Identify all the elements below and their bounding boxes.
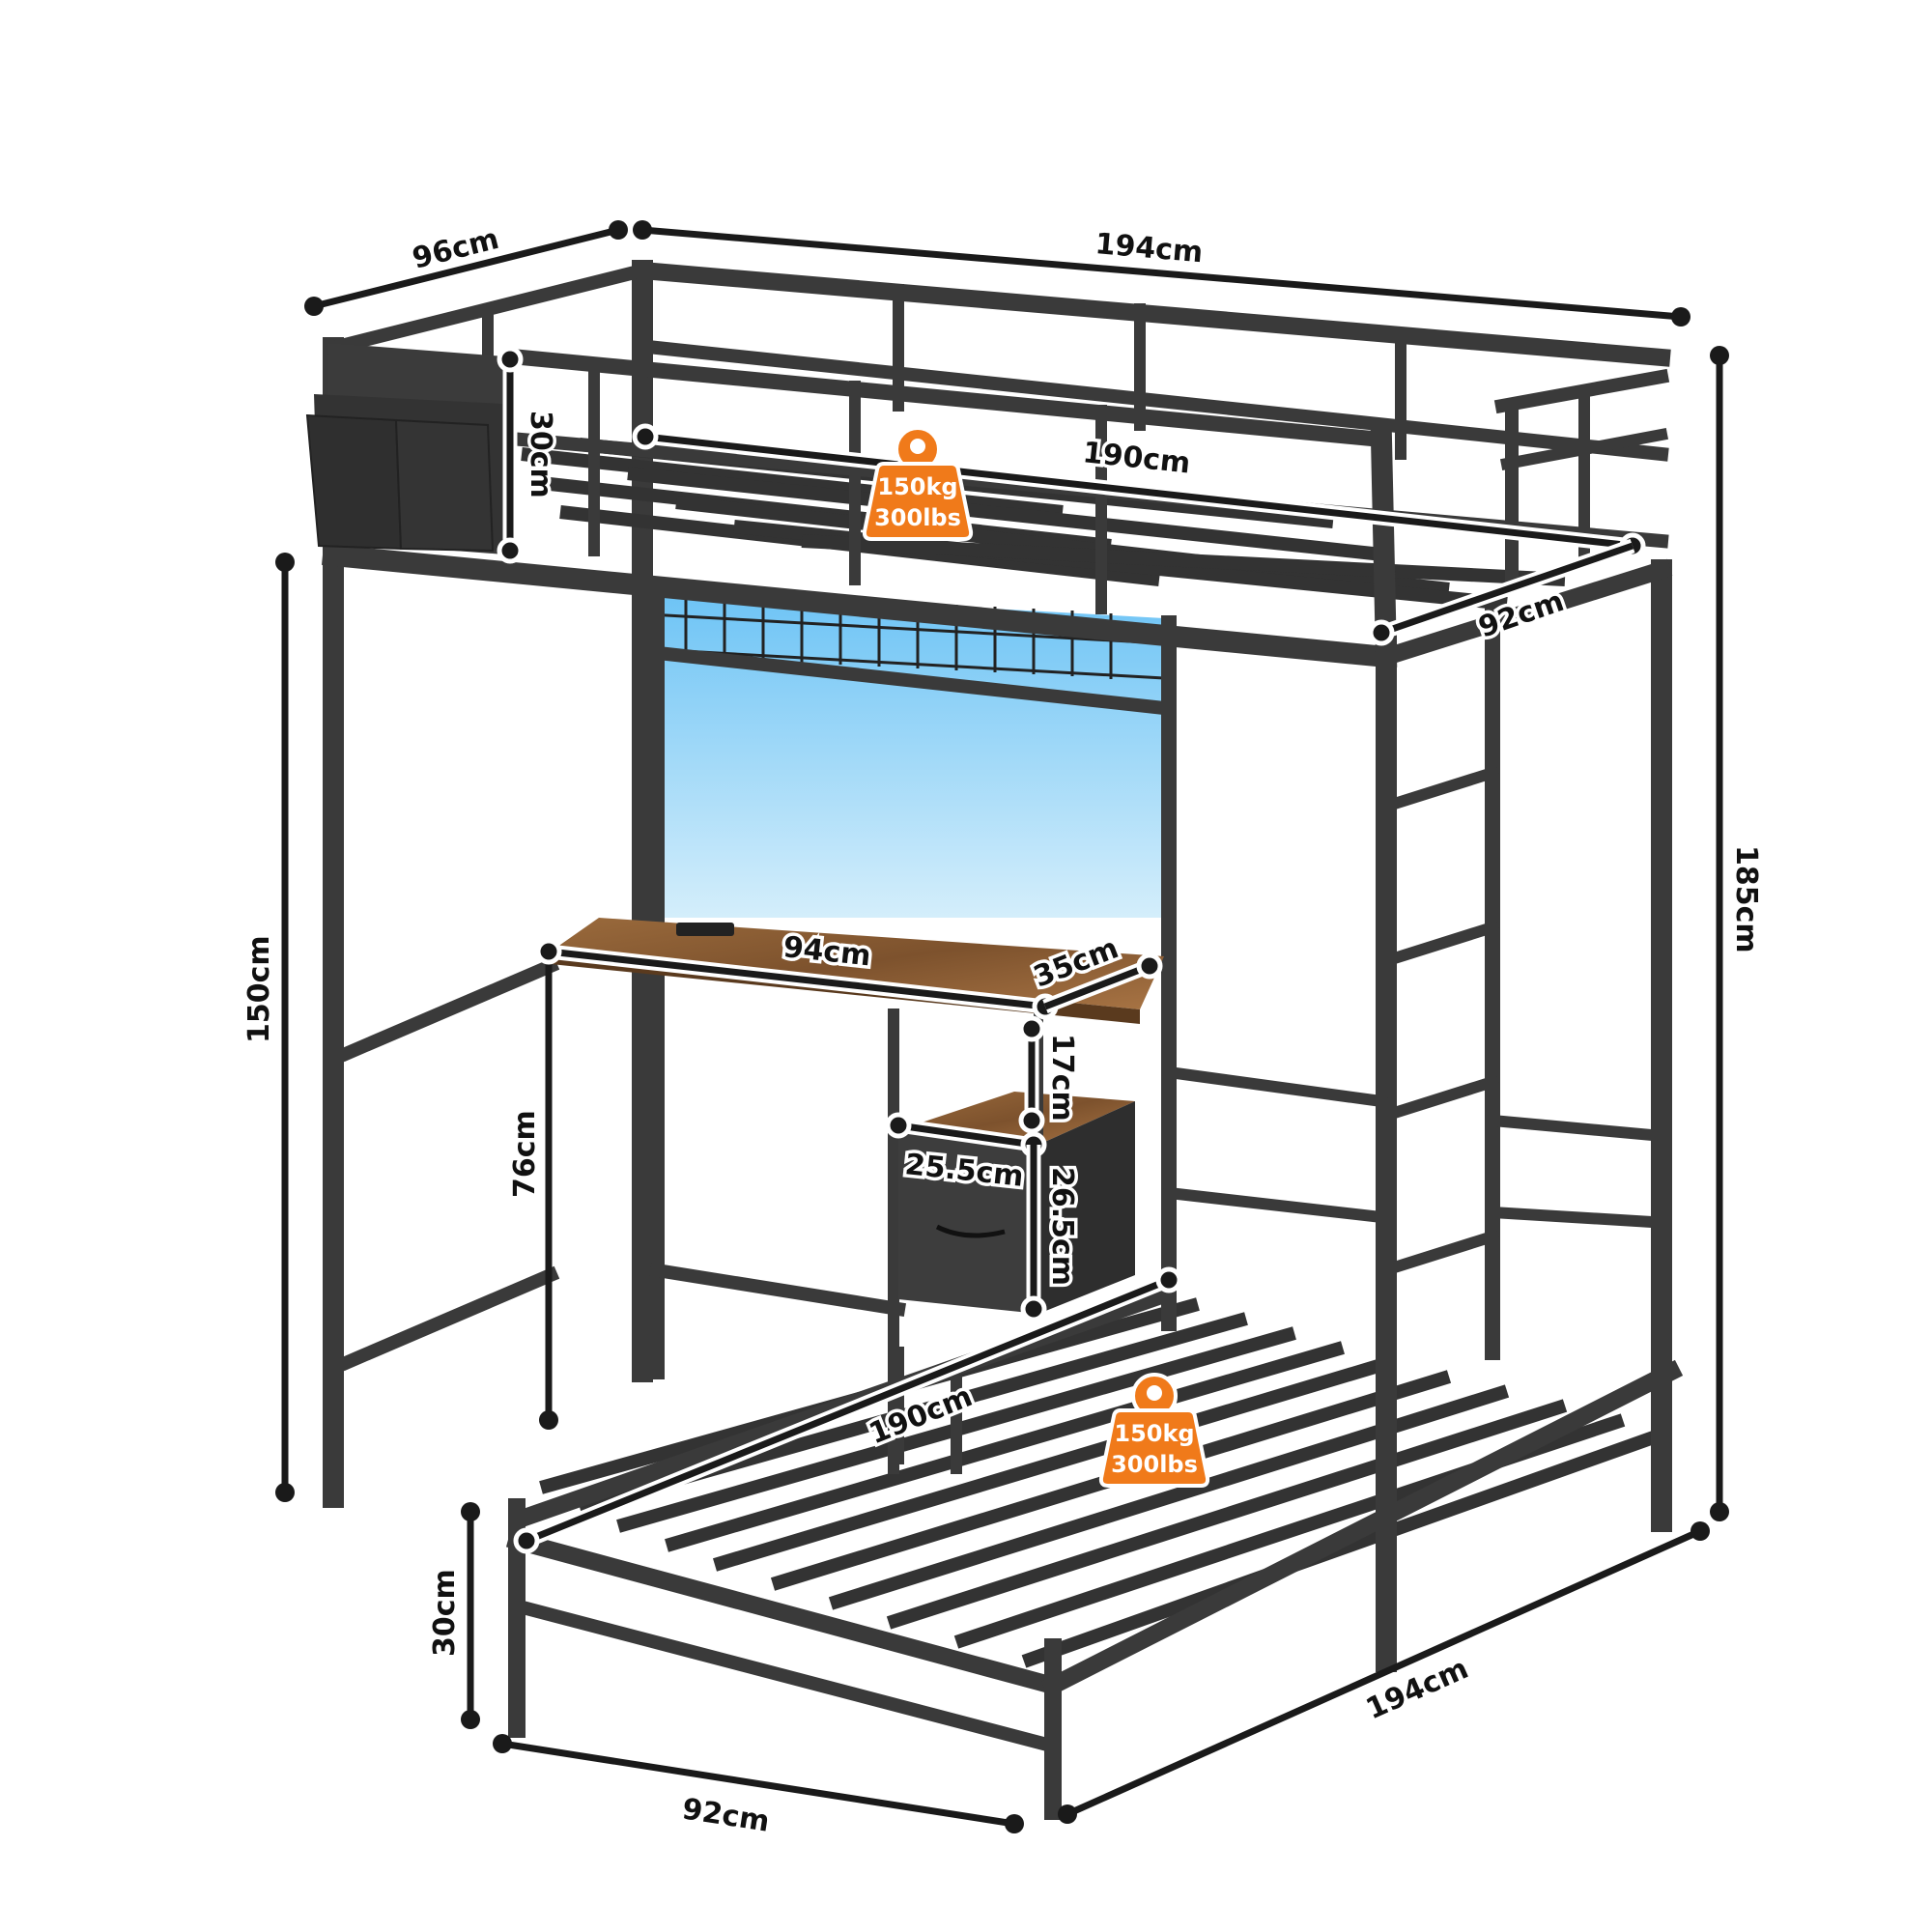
weight-icon [862,426,974,541]
label-desk-height: 76cm [508,1110,542,1198]
label-lower-bed-height: 30cm [428,1569,462,1657]
label-guardrail-height: 30cm [524,411,557,498]
badge-weight-kg: 150kg [877,473,957,500]
badge-weight-lbs: 300lbs [874,504,961,531]
label-lower-bed-width: 92cm [680,1792,772,1838]
badge-weight-lbs: 300lbs [1111,1451,1198,1478]
label-upper-length: 194cm [1094,227,1204,270]
desk-frame [648,591,1177,1474]
bedside-storage-pocket [305,343,517,555]
label-clearance-height: 150cm [242,935,276,1043]
dimension-lines-outlined [497,346,1646,1554]
drawer-handle-icon [935,1224,1006,1238]
label-total-height: 185cm [1729,845,1763,953]
weight-badge-upper: 150kg 300lbs [862,426,974,541]
label-shelf-height: 17cm [1045,1034,1079,1122]
pegboard [641,589,1172,918]
weight-badge-lower: 150kg 300lbs [1098,1373,1210,1488]
dimension-lines [275,220,1729,1833]
power-outlet-icon [676,923,734,936]
weight-icon [1098,1373,1210,1488]
lower-bed [505,1283,1684,1820]
label-drawer-height: 26.5cm [1045,1167,1079,1286]
ladder [1162,559,1672,1672]
badge-weight-kg: 150kg [1114,1420,1194,1447]
